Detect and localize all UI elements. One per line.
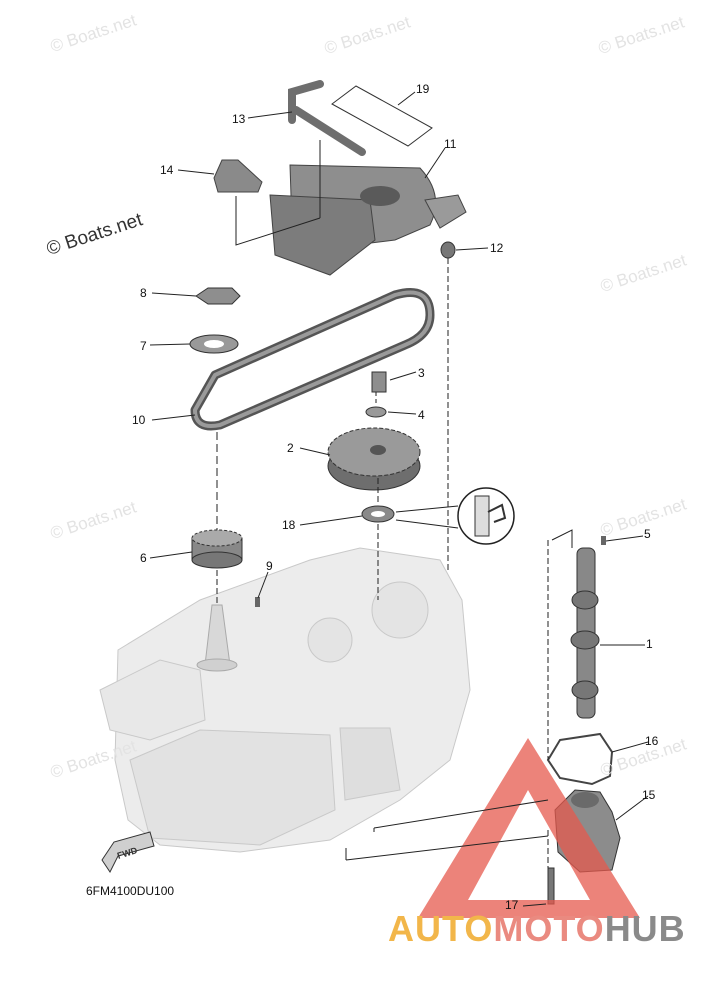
nut xyxy=(195,287,241,305)
callout-9: 9 xyxy=(266,559,273,573)
callout-6: 6 xyxy=(140,551,147,565)
belt-guard xyxy=(269,164,467,276)
callout-18: 18 xyxy=(282,518,296,532)
woodruff-key xyxy=(255,597,260,607)
callout-17: 17 xyxy=(505,898,519,912)
callout-19: 19 xyxy=(416,82,430,96)
diagram-code: 6FM4100DU100 xyxy=(86,884,175,898)
timing-belt xyxy=(190,288,435,431)
brand-logo-triangle xyxy=(418,738,640,918)
small-washer xyxy=(365,406,387,418)
pump-bolt xyxy=(547,867,555,905)
dowel-pin xyxy=(601,536,606,545)
gasket xyxy=(546,732,614,786)
callout-7: 7 xyxy=(140,339,147,353)
bolt xyxy=(371,371,387,393)
callout-4: 4 xyxy=(418,408,425,422)
crankshaft-end xyxy=(196,604,238,672)
callout-11: 11 xyxy=(444,137,457,151)
callout-8: 8 xyxy=(140,286,147,300)
engine-block xyxy=(99,547,471,853)
brand-part-moto: MOTO xyxy=(493,908,605,949)
brand-wordmark: AUTOMOTOHUB xyxy=(388,908,686,950)
callout-10: 10 xyxy=(132,413,146,427)
grommet xyxy=(440,241,456,259)
callout-5: 5 xyxy=(644,527,651,541)
callout-14: 14 xyxy=(160,163,174,177)
leader-lines xyxy=(149,85,649,907)
drive-pulley xyxy=(191,529,243,569)
detail-inset xyxy=(395,487,515,545)
hose xyxy=(288,80,366,156)
callout-3: 3 xyxy=(418,366,425,380)
callout-15: 15 xyxy=(642,788,656,802)
callout-13: 13 xyxy=(232,112,246,126)
fwd-arrow xyxy=(101,831,155,873)
callout-1: 1 xyxy=(646,637,653,651)
brand-part-hub: HUB xyxy=(604,908,686,949)
brand-part-auto: AUTO xyxy=(388,908,494,949)
callout-12: 12 xyxy=(490,241,504,255)
driven-pulley xyxy=(327,427,421,491)
camshaft xyxy=(570,547,600,719)
callout-16: 16 xyxy=(645,734,659,748)
breather-cap xyxy=(213,159,263,193)
callout-2: 2 xyxy=(287,441,294,455)
